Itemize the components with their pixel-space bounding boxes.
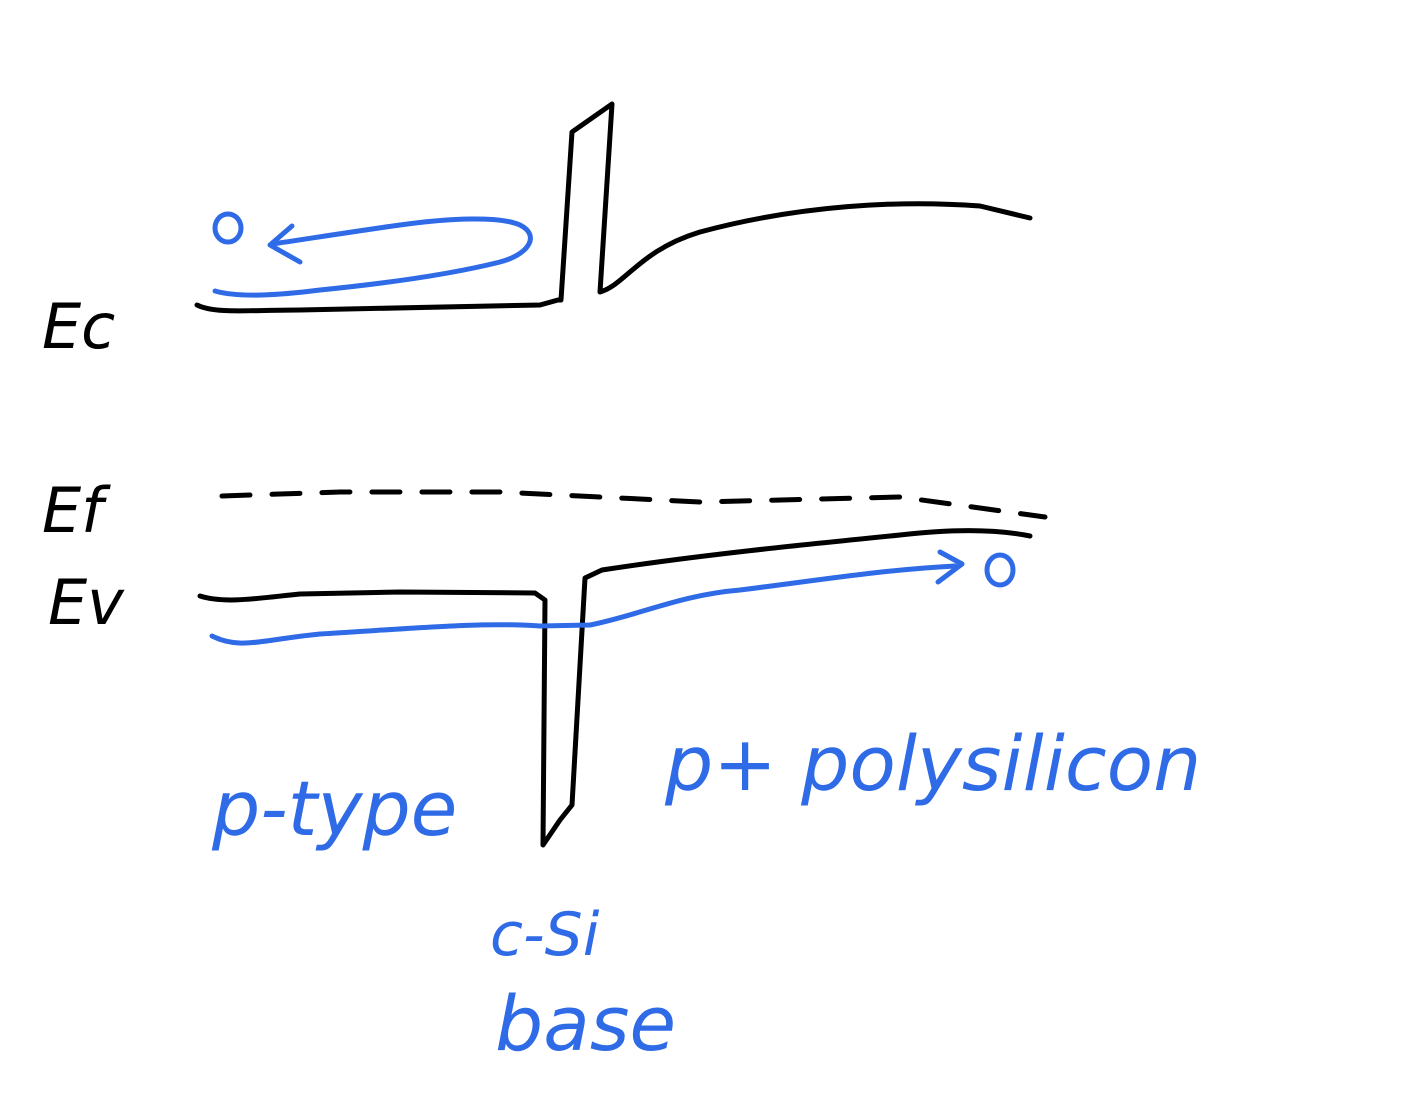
- electron-circle: [212, 211, 244, 245]
- label-ev: Ev: [48, 566, 125, 639]
- label-p-plus-polysilicon: p+ polysilicon: [664, 719, 1201, 808]
- hole-circle: [984, 552, 1016, 588]
- hole-arrowhead: [935, 549, 965, 585]
- conduction-band-edge: [194, 101, 1033, 314]
- electron-path-arrow: [212, 216, 533, 298]
- label-p-type: p-type: [211, 764, 457, 853]
- fermi-level-dashed: [219, 489, 1048, 520]
- hole-path-arrow: [209, 563, 958, 646]
- label-ec: Ec: [42, 290, 115, 363]
- label-csi: c-Si: [490, 900, 600, 970]
- valence-band-edge: [197, 528, 1033, 848]
- electron-arrowhead: [267, 223, 303, 265]
- label-base: base: [495, 979, 676, 1068]
- label-ef: Ef: [42, 474, 111, 547]
